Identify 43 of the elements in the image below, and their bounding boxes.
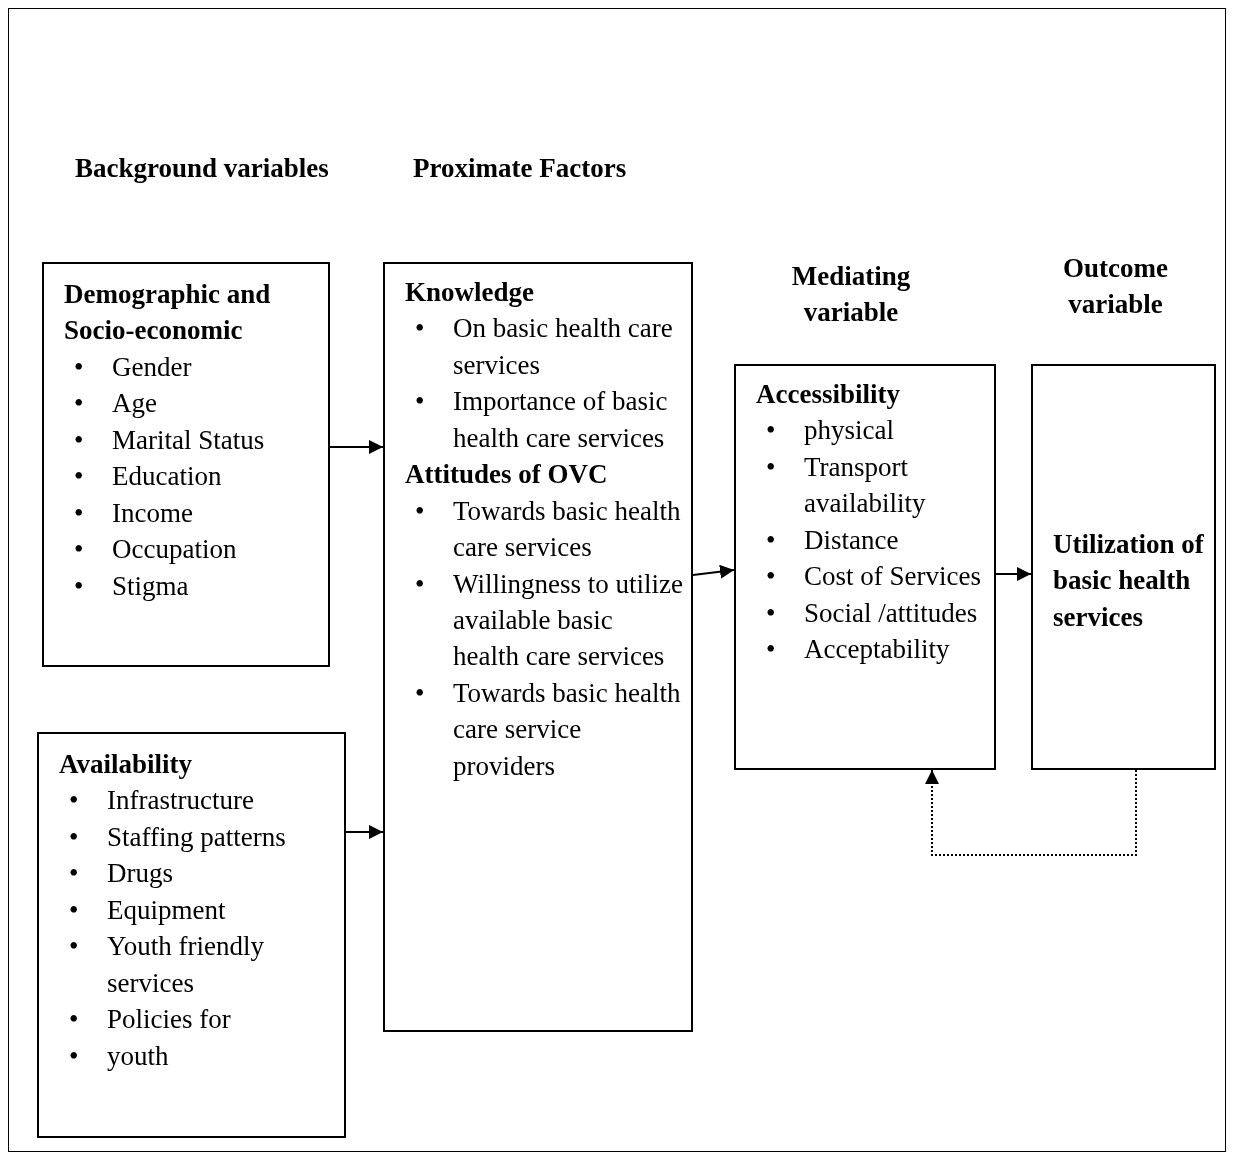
list-item: • Income xyxy=(74,496,194,530)
list-item: • Marital Status xyxy=(74,423,266,457)
list-item: • Youth friendly services xyxy=(69,930,266,1000)
list-item: • Social /attitudes xyxy=(766,596,979,630)
list-item: • youth xyxy=(69,1039,170,1073)
list-item: • Acceptability xyxy=(766,633,951,667)
box-heading: Attitudes of OVC xyxy=(404,458,609,492)
list-item: • Education xyxy=(74,460,223,494)
list-item: • Towards basic health care services xyxy=(415,494,682,565)
box-heading: Availability xyxy=(58,748,193,781)
column-heading: Background variables xyxy=(75,153,329,184)
list-item: • Cost of Services xyxy=(766,560,982,594)
arrow xyxy=(329,440,384,454)
list-item: • physical xyxy=(766,414,895,448)
list-item: • Drugs xyxy=(69,857,174,891)
list-item: • Distance xyxy=(766,523,900,557)
list-item: • Equipment xyxy=(69,893,227,927)
arrow xyxy=(692,564,735,579)
list-item: • Occupation xyxy=(74,533,238,567)
box-heading: Accessibility xyxy=(755,378,901,411)
variable-box xyxy=(383,262,693,1032)
variable-box xyxy=(37,732,346,1138)
list-item: • Importance of basic health care services xyxy=(415,385,669,455)
list-item: • Willingness to utilize available basic health care services xyxy=(415,567,683,674)
arrow xyxy=(925,769,1137,856)
column-heading: Proximate Factors xyxy=(413,153,627,184)
list-item: • On basic health care services xyxy=(415,312,674,382)
list-item: • Towards basic health care service providers xyxy=(415,676,682,783)
box-heading: Demographic and Socio-economic xyxy=(63,278,272,348)
list-item: • Infrastructure xyxy=(69,784,255,818)
list-item: • Transport availability xyxy=(766,450,927,521)
variable-box xyxy=(42,262,330,667)
arrow xyxy=(345,825,384,839)
arrow xyxy=(995,567,1032,581)
column-heading: Outcome variable xyxy=(1062,252,1169,322)
column-heading: Mediating variable xyxy=(790,260,912,330)
box-heading: Knowledge xyxy=(404,276,535,309)
list-item: • Age xyxy=(74,387,158,421)
box-text: Utilization of basic health services xyxy=(1052,528,1205,634)
list-item: • Policies for xyxy=(69,1003,232,1037)
list-item: • Staffing patterns xyxy=(69,820,287,854)
list-item: • Stigma xyxy=(74,569,190,603)
list-item: • Gender xyxy=(74,350,193,384)
